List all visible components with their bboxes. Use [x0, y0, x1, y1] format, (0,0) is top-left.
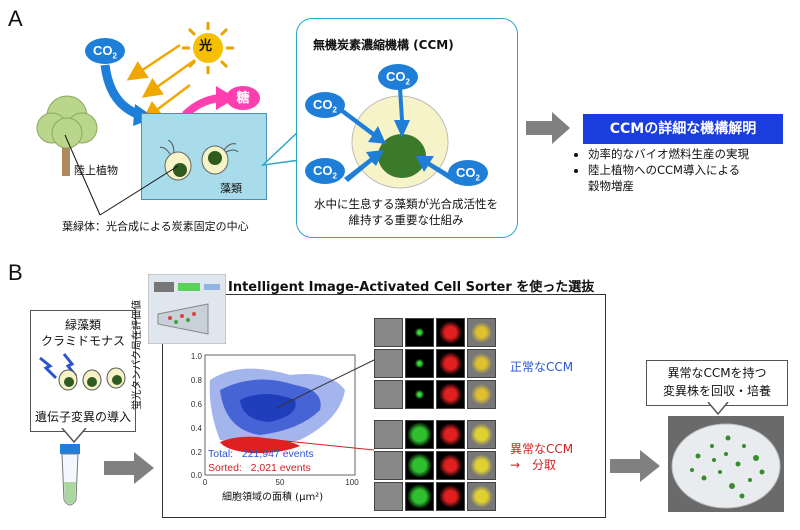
y-tick: 0.0: [191, 471, 203, 480]
legend-sorted: Sorted: 2,021 events: [208, 462, 311, 474]
sugar-bubble: 糖: [226, 86, 260, 110]
cell-green: [405, 318, 434, 347]
cell-brightfield: [374, 482, 403, 511]
mutation-line2: クラミドモナス: [40, 334, 125, 348]
algae-cells: [160, 140, 239, 181]
arrow-to-culture: [610, 450, 660, 482]
culture-box-tail: [707, 402, 729, 416]
cell-red: [436, 451, 465, 480]
co2-bubble-ccm-4: CO2: [448, 160, 488, 186]
culture-line2: 変異株を回収・培養: [662, 384, 771, 398]
scatter-ylabel: 蛍光タンパク局在評価値: [132, 300, 143, 410]
left-box-tail: [61, 428, 87, 444]
cell-green: [405, 349, 434, 378]
tree-icon: [36, 95, 98, 176]
algae-label: 藻類: [220, 182, 242, 195]
co2-bubble-ccm-1: CO2: [378, 64, 418, 90]
bullet-item: 効率的なバイオ燃料生産の実現: [588, 146, 800, 162]
co2-bubble-ccm-2: CO2: [305, 92, 345, 118]
mutation-line3: 遺伝子変異の導入: [34, 410, 131, 424]
cell-red: [436, 420, 465, 449]
abnormal-ccm-label-line2: → 分取: [510, 458, 557, 472]
arrow-to-goal: [526, 112, 570, 144]
cell-green: [405, 451, 434, 480]
cell-green: [405, 420, 434, 449]
chloroplast-caption: 葉緑体：光合成による炭素固定の中心: [62, 220, 249, 233]
cell-merge: [467, 420, 496, 449]
sun-label: 光: [199, 39, 213, 54]
y-tick: 0.4: [191, 424, 203, 433]
scatter-pointers: [275, 359, 375, 451]
petri-dish-image: [668, 416, 784, 512]
cell-green: [405, 482, 434, 511]
bullet-item: 陸上植物へのCCM導入による: [588, 162, 800, 178]
x-tick: 50: [276, 478, 285, 487]
mutation-line1: 緑藻類: [64, 318, 101, 332]
ccm-title: 無機炭素濃縮機構 (CCM): [313, 38, 454, 52]
x-tick: 100: [345, 478, 359, 487]
abnormal-cell-grid: [374, 420, 498, 512]
light-arrows: [126, 43, 196, 121]
land-plant-label: 陸上植物: [74, 164, 118, 177]
scatter-plot: 1.0 0.8 0.6 0.4 0.2 0.0 0 50 100: [191, 352, 359, 487]
ccm-callout-tail: [260, 129, 301, 167]
cell-merge: [467, 451, 496, 480]
cell-merge: [467, 349, 496, 378]
chloroplast-pointers: [64, 134, 179, 216]
goal-bullets: 効率的なバイオ燃料生産の実現 陸上植物へのCCM導入による 穀物増産: [570, 146, 800, 194]
ccm-box-tail-mask: [297, 130, 301, 160]
bullet-item: 穀物増産: [588, 179, 634, 193]
co2-bubble-ccm-3: CO2: [305, 158, 345, 184]
normal-ccm-label: 正常なCCM: [510, 360, 574, 374]
sorter-title: Intelligent Image-Activated Cell Sorter …: [228, 280, 595, 295]
normal-cell-grid: [374, 318, 498, 410]
cell-brightfield: [374, 349, 403, 378]
cell-brightfield: [374, 451, 403, 480]
cell-red: [436, 380, 465, 409]
scatter-xlabel: 細胞領域の面積 (µm²): [222, 492, 324, 503]
cell-brightfield: [374, 420, 403, 449]
cell-merge: [467, 380, 496, 409]
cell-brightfield: [374, 380, 403, 409]
sorter-device-icon: [148, 274, 226, 344]
arrow-into-sorter: [104, 452, 154, 484]
cell-merge: [467, 318, 496, 347]
y-tick: 0.6: [191, 400, 203, 409]
test-tube-icon: [60, 444, 80, 506]
sun-icon: [182, 22, 234, 74]
cell-red: [436, 349, 465, 378]
x-tick: 0: [203, 478, 208, 487]
y-tick: 0.2: [191, 448, 203, 457]
co2-bubble-air: CO2: [85, 38, 125, 64]
panel-b-letter: B: [8, 260, 23, 285]
abnormal-ccm-label-line1: 異常なCCM: [510, 442, 574, 456]
ccm-caption-line2: 維持する重要な仕組み: [348, 213, 464, 227]
cell-red: [436, 318, 465, 347]
y-tick: 0.8: [191, 376, 203, 385]
y-tick: 1.0: [191, 352, 203, 361]
mutant-algae-icon: [39, 353, 126, 391]
cell-brightfield: [374, 318, 403, 347]
culture-line1: 異常なCCMを持つ: [667, 366, 767, 380]
cell-red: [436, 482, 465, 511]
legend-total: Total: 221,947 events: [208, 448, 314, 460]
ccm-caption-line1: 水中に生息する藻類が光合成活性を: [314, 197, 498, 211]
cell-merge: [467, 482, 496, 511]
cell-green: [405, 380, 434, 409]
ccm-goal-box: CCMの詳細な機構解明: [583, 114, 783, 144]
panel-a-letter: A: [8, 6, 23, 31]
